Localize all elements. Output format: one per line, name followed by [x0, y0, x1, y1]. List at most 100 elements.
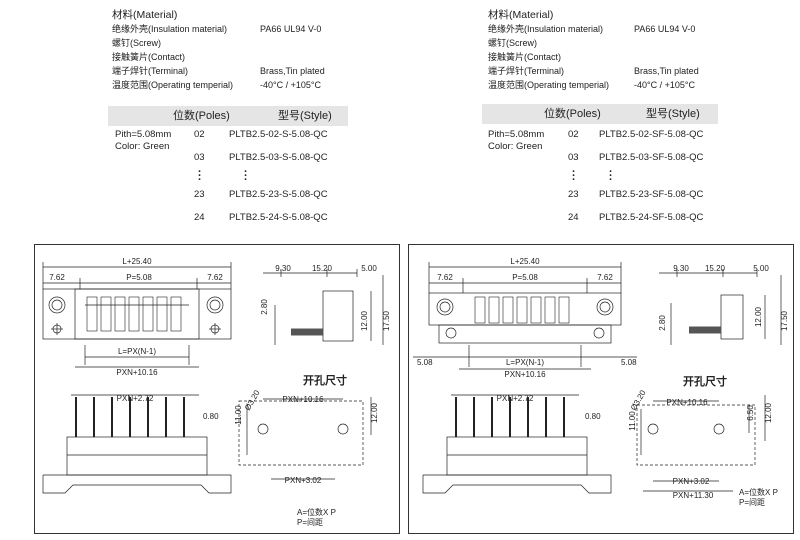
- side-b: 15.20: [312, 264, 333, 273]
- material-header: 材料(Material): [112, 9, 178, 21]
- dim-left: 7.62: [49, 273, 65, 282]
- material-label: 端子焊针(Terminal): [488, 66, 565, 76]
- material-value: -40°C / +105°C: [260, 80, 321, 90]
- cut-bottom: PXN+3.02: [285, 476, 322, 485]
- ellipsis-dots: ···: [198, 166, 202, 186]
- front-pxn: PXN+2.72: [117, 394, 154, 403]
- ellipsis-dots: ···: [244, 166, 248, 186]
- material-label: 绝缘外壳(Insulation material): [488, 24, 604, 34]
- note-a: A=位数X P: [297, 507, 336, 517]
- cut-bottom: PXN+3.02: [673, 477, 710, 486]
- poles-cell: 23: [194, 189, 205, 200]
- material-label: 温度范围(Operating temperial): [488, 80, 610, 90]
- left-technical-drawing: L+25.40 7.62 P=5.08 7.62 L=PX(N-1) PXN+1…: [42, 257, 391, 527]
- cut-h2: 12.00: [370, 402, 379, 423]
- side-h1: 2.80: [260, 299, 269, 315]
- material-value: -40°C / +105°C: [634, 80, 695, 90]
- material-label: 螺钉(Screw): [112, 38, 161, 48]
- style-cell: PLTB2.5-02-S-5.08-QC: [229, 129, 328, 140]
- material-label: 绝缘外壳(Insulation material): [112, 24, 228, 34]
- note-p: P=间距: [739, 498, 765, 507]
- pitch-label: Pith=5.08mm: [115, 129, 172, 140]
- poles-cell: 02: [568, 129, 579, 140]
- cut-h1: 11.00: [234, 405, 243, 425]
- side-c: 5.00: [753, 264, 769, 273]
- style-cell: PLTB2.5-24-S-5.08-QC: [229, 212, 328, 223]
- dim-total: L+25.40: [122, 257, 152, 266]
- dim-l: L=PX(N-1): [118, 347, 156, 356]
- dim-right: 7.62: [597, 273, 613, 282]
- poles-header: 位数(Poles): [173, 110, 230, 122]
- poles-cell: 03: [568, 152, 579, 163]
- left-material-block: 材料(Material) 绝缘外壳(Insulation material) PA…: [112, 8, 332, 92]
- right-model-table: Pith=5.08mm Color: Green 02 PLTB2.5-02-S…: [0, 0, 800, 240]
- side-h1: 2.80: [658, 315, 667, 331]
- side-h3: 17.50: [382, 310, 391, 331]
- side-c: 5.00: [361, 264, 377, 273]
- side-b: 15.20: [705, 264, 726, 273]
- dim-l: L=PX(N-1): [506, 358, 544, 367]
- cutout-title: 开孔尺寸: [303, 373, 347, 387]
- left-table-header: 位数(Poles) 型号(Style): [108, 106, 348, 126]
- style-cell: PLTB2.5-24-SF-5.08-QC: [599, 212, 704, 223]
- cut-top: PXN+10.16: [282, 395, 324, 404]
- cut-top: PXN+10.16: [666, 398, 708, 407]
- poles-cell: 03: [194, 152, 205, 163]
- dim-left: 7.62: [437, 273, 453, 282]
- front-pin: 0.80: [585, 412, 601, 421]
- color-label: Color: Green: [488, 141, 543, 152]
- right-material-block: 材料(Material) 绝缘外壳(Insulation material) PA…: [488, 8, 708, 92]
- note-p: P=间距: [297, 518, 323, 527]
- material-value: PA66 UL94 V-0: [634, 24, 696, 34]
- left-model-table: Pith=5.08mm Color: Green 02 PLTB2.5-02-S…: [0, 0, 400, 240]
- material-label: 接触簧片(Contact): [112, 52, 186, 62]
- side-a: 9.30: [673, 264, 689, 273]
- dim-total: L+25.40: [510, 257, 540, 266]
- dim-pitch: P=5.08: [126, 273, 152, 282]
- left-drawing-panel: L+25.40 7.62 P=5.08 7.62 L=PX(N-1) PXN+1…: [34, 244, 400, 534]
- front-pxn: PXN+2.72: [497, 394, 534, 403]
- material-value: Brass,Tin plated: [634, 66, 699, 76]
- right-drawing-panel: L+25.40 7.62 P=5.08 7.62 L=PX(N-1) PXN+1…: [408, 244, 794, 534]
- material-header: 材料(Material): [488, 9, 554, 21]
- ellipsis-dots: ···: [609, 166, 613, 186]
- style-cell: PLTB2.5-02-SF-5.08-QC: [599, 129, 704, 140]
- poles-cell: 24: [194, 212, 205, 223]
- cut-bottom-2: PXN+11.30: [673, 491, 714, 500]
- style-cell: PLTB2.5-23-SF-5.08-QC: [599, 189, 704, 200]
- front-pin: 0.80: [203, 412, 219, 421]
- style-header: 型号(Style): [278, 110, 332, 122]
- side-a: 9.30: [275, 264, 291, 273]
- ellipsis-dots: ···: [572, 166, 576, 186]
- cut-dia: Ø3.20: [243, 388, 262, 412]
- dim-pxn: PXN+10.16: [116, 368, 158, 377]
- dim-side-l: 5.08: [417, 358, 433, 367]
- side-h2: 12.00: [754, 306, 763, 327]
- style-cell: PLTB2.5-03-S-5.08-QC: [229, 152, 328, 163]
- right-table-header: 位数(Poles) 型号(Style): [482, 104, 718, 124]
- cutout-title: 开孔尺寸: [683, 374, 727, 388]
- dim-right: 7.62: [207, 273, 223, 282]
- poles-cell: 02: [194, 129, 205, 140]
- material-value: PA66 UL94 V-0: [260, 24, 322, 34]
- pitch-label: Pith=5.08mm: [488, 129, 545, 140]
- color-label: Color: Green: [115, 141, 170, 152]
- side-h3: 17.50: [780, 310, 789, 331]
- dim-side-r: 5.08: [621, 358, 637, 367]
- material-label: 螺钉(Screw): [488, 38, 537, 48]
- style-cell: PLTB2.5-23-S-5.08-QC: [229, 189, 328, 200]
- material-label: 温度范围(Operating temperial): [112, 80, 234, 90]
- cut-h3: 12.00: [764, 402, 773, 423]
- cut-dia: Ø3.20: [629, 388, 648, 412]
- cut-h2: 6.50: [746, 405, 755, 421]
- cut-h1: 11.00: [628, 411, 637, 431]
- poles-cell: 23: [568, 189, 579, 200]
- note-a: A=位数X P: [739, 487, 778, 497]
- material-value: Brass,Tin plated: [260, 66, 325, 76]
- dim-pxn: PXN+10.16: [504, 370, 546, 379]
- material-label: 接触簧片(Contact): [488, 52, 562, 62]
- right-technical-drawing: L+25.40 7.62 P=5.08 7.62 L=PX(N-1) PXN+1…: [413, 257, 789, 507]
- dim-pitch: P=5.08: [512, 273, 538, 282]
- material-label: 端子焊针(Terminal): [112, 66, 189, 76]
- poles-cell: 24: [568, 212, 579, 223]
